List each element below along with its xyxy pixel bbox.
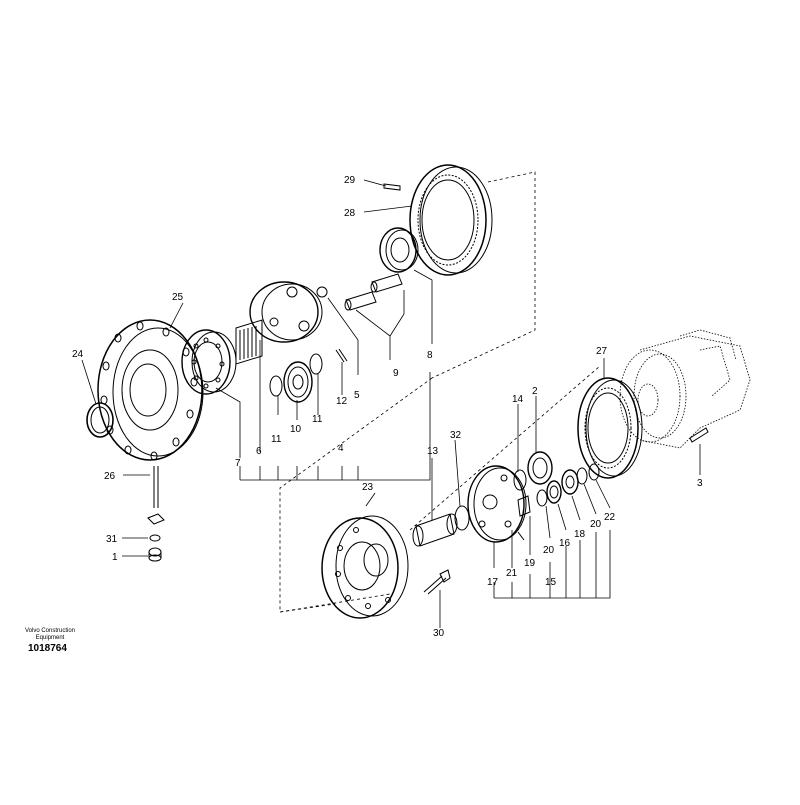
cover-23 bbox=[321, 515, 409, 619]
callout-25: 25 bbox=[172, 292, 184, 303]
bearing-8 bbox=[379, 227, 419, 273]
callout-17: 17 bbox=[487, 577, 499, 588]
bearing-7 bbox=[181, 329, 237, 395]
spring-pin-12 bbox=[335, 348, 348, 363]
callout-21: 21 bbox=[506, 568, 518, 579]
callout-7: 7 bbox=[235, 458, 241, 469]
circlip-32 bbox=[454, 505, 470, 531]
spacer-19 bbox=[517, 495, 531, 517]
callout-27: 27 bbox=[596, 346, 608, 357]
washer-20b bbox=[576, 467, 588, 485]
sun-shaft-13 bbox=[412, 513, 458, 547]
callout-28: 28 bbox=[344, 208, 356, 219]
callout-26: 26 bbox=[104, 471, 116, 482]
callout-1: 1 bbox=[112, 552, 118, 563]
washer-31 bbox=[149, 534, 161, 542]
planet-gear-2 bbox=[527, 451, 553, 485]
callout-20b: 20 bbox=[590, 519, 602, 530]
brand-line-2: Equipment bbox=[35, 635, 65, 641]
drawing-number: 1018764 bbox=[28, 643, 67, 654]
callout-20a: 20 bbox=[543, 545, 555, 556]
callout-11b: 11 bbox=[312, 414, 323, 425]
callout-13: 13 bbox=[427, 446, 439, 457]
callout-6: 6 bbox=[256, 446, 262, 457]
bolt-30 bbox=[423, 569, 451, 595]
callout-5: 5 bbox=[354, 390, 360, 401]
pin-5 bbox=[316, 286, 328, 298]
carrier-plate-17 bbox=[467, 465, 527, 543]
callout-23: 23 bbox=[362, 482, 374, 493]
callout-24: 24 bbox=[72, 349, 84, 360]
ring-gear-28 bbox=[409, 164, 493, 276]
callout-15: 15 bbox=[545, 577, 557, 588]
brand-line-1: Volvo Construction bbox=[24, 628, 76, 634]
pin-21 bbox=[517, 531, 525, 541]
callout-8: 8 bbox=[427, 350, 433, 361]
callout-12: 12 bbox=[336, 396, 348, 407]
dashed-assembly-boundary bbox=[279, 171, 601, 613]
callout-16: 16 bbox=[559, 538, 571, 549]
callout-31: 31 bbox=[106, 534, 118, 545]
callout-19: 19 bbox=[524, 558, 536, 569]
callout-2: 2 bbox=[532, 386, 538, 397]
leader-lines bbox=[81, 179, 701, 628]
callout-3: 3 bbox=[697, 478, 703, 489]
callout-4: 4 bbox=[338, 443, 344, 454]
callout-labels: 29 28 25 24 26 31 1 7 6 11 10 11 12 5 4 … bbox=[72, 175, 703, 639]
bolt-3 bbox=[689, 427, 709, 443]
callout-9: 9 bbox=[393, 368, 399, 379]
washer-14 bbox=[513, 469, 527, 491]
callout-30: 30 bbox=[433, 628, 445, 639]
drain-rod-26 bbox=[147, 466, 165, 525]
callout-10: 10 bbox=[290, 424, 302, 435]
plug-1 bbox=[148, 547, 162, 562]
planet-carrier-6 bbox=[235, 281, 323, 365]
thrust-washer-11b bbox=[309, 353, 323, 375]
pin-29 bbox=[383, 183, 401, 191]
needle-bearing-9 bbox=[344, 273, 403, 311]
motor-reference bbox=[619, 329, 751, 449]
ring-gear-27 bbox=[577, 377, 643, 479]
callout-22: 22 bbox=[604, 512, 616, 523]
washer-22 bbox=[588, 463, 600, 481]
planet-gear-16 bbox=[546, 480, 562, 504]
callout-11a: 11 bbox=[271, 434, 282, 445]
callout-14: 14 bbox=[512, 394, 524, 405]
bearing-18 bbox=[561, 469, 579, 495]
thrust-washer-11a bbox=[269, 375, 283, 397]
washer-20a bbox=[536, 489, 548, 507]
callout-29: 29 bbox=[344, 175, 356, 186]
callout-18: 18 bbox=[574, 529, 586, 540]
manufacturer-caption: Volvo Construction Equipment bbox=[0, 628, 100, 642]
callout-32: 32 bbox=[450, 430, 462, 441]
planet-gear-10 bbox=[283, 361, 313, 403]
